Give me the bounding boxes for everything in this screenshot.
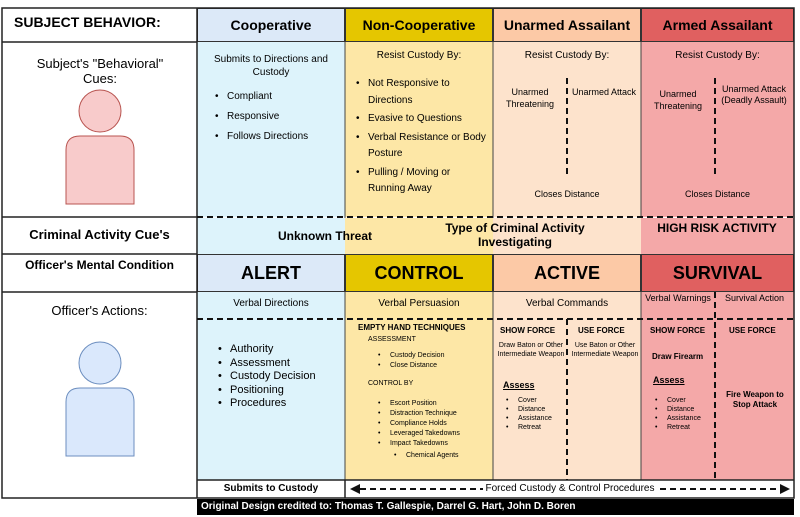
verbal-warnings: Verbal Warnings	[645, 293, 711, 303]
forced-custody-label: Forced Custody & Control Procedures	[482, 483, 658, 494]
list-item: Authority	[218, 343, 316, 357]
credit-footer: Original Design credited to: Thomas T. G…	[197, 499, 794, 515]
chemical-agents: Chemical Agents	[394, 452, 458, 459]
armed-use-text: Fire Weapon to Stop Attack	[726, 390, 784, 409]
armed-threatening: Unarmed Threatening	[653, 89, 703, 111]
list-item: Impact Takedowns	[378, 439, 460, 449]
noncoop-bg-2	[345, 218, 493, 254]
list-item: Procedures	[218, 397, 316, 411]
list-item: Compliance Holds	[378, 419, 460, 429]
unarmed-show-text: Draw Baton or Other Intermediate Weapon	[497, 342, 565, 358]
unarmed-assess: Assess	[503, 380, 535, 390]
coop-bullets: Compliant Responsive Follows Directions	[215, 87, 308, 147]
unarmed-use-text: Use Baton or Other Intermediate Weapon	[571, 342, 639, 358]
survival-action: Survival Action	[724, 293, 785, 303]
list-item: Positioning	[218, 384, 316, 398]
list-item: Custody Decision	[378, 351, 445, 361]
list-item: Retreat	[655, 423, 701, 432]
armed-bg-2	[641, 218, 794, 254]
officer-person-icon	[65, 341, 135, 457]
cooperative-bg-2	[197, 218, 345, 254]
list-item: Leveraged Takedowns	[378, 429, 460, 439]
empty-hand-assessment: ASSESSMENT	[368, 336, 416, 343]
header-armed: Armed Assailant	[641, 8, 794, 42]
list-item: Escort Position	[378, 399, 460, 409]
armed-show-text: Draw Firearm	[652, 352, 704, 361]
list-item: Cover	[655, 396, 701, 405]
armed-top-text: Resist Custody By:	[675, 50, 760, 61]
armed-show-force: SHOW FORCE	[650, 326, 706, 335]
mental-condition-label: Officer's Mental Condition	[25, 258, 174, 272]
armed-assess: Assess	[653, 375, 685, 385]
list-item: Cover	[506, 396, 552, 405]
coop-actions-list: Authority Assessment Custody Decision Po…	[218, 343, 316, 411]
forced-custody: Forced Custody & Control Procedures	[400, 483, 740, 494]
empty-hand-assess-list: Custody Decision Close Distance	[378, 351, 445, 371]
mental-survival: SURVIVAL	[641, 254, 794, 292]
unarmed-attack: Unarmed Attack	[571, 87, 637, 97]
unarmed-assess-list: Cover Distance Assistance Retreat	[506, 396, 552, 432]
armed-closes-distance: Closes Distance	[684, 189, 751, 199]
criminal-type: Type of Criminal Activity Investigating	[445, 221, 585, 249]
list-item: Chemical Agents	[394, 452, 458, 459]
list-item: Follows Directions	[215, 127, 308, 147]
unarmed-top-text: Resist Custody By:	[524, 50, 610, 61]
criminal-activity-label: Criminal Activity Cue's	[29, 227, 170, 242]
header-noncoop: Non-Cooperative	[345, 8, 493, 42]
list-item: Assistance	[655, 414, 701, 423]
high-risk-activity: HIGH RISK ACTIVITY	[657, 221, 777, 235]
list-item: Not Responsive to Directions	[356, 76, 490, 109]
submits-to-custody: Submits to Custody	[223, 483, 319, 494]
list-item: Compliant	[215, 87, 308, 107]
unarmed-threatening: Unarmed Threatening	[505, 87, 555, 109]
armed-bg-3	[641, 292, 794, 480]
armed-attack: Unarmed Attack (Deadly Assault)	[721, 84, 787, 105]
list-item: Assistance	[506, 414, 552, 423]
armed-bg	[641, 42, 794, 217]
list-item: Close Distance	[378, 361, 444, 371]
mental-control: CONTROL	[345, 254, 493, 292]
header-cooperative: Cooperative	[197, 8, 345, 42]
unarmed-show-force: SHOW FORCE	[500, 326, 556, 335]
coop-top-text: Submits to Directions and Custody	[214, 54, 328, 78]
list-item: Distance	[655, 405, 701, 414]
mental-active: ACTIVE	[493, 254, 641, 292]
subject-behavior-label: SUBJECT BEHAVIOR:	[14, 14, 161, 30]
officer-actions-label: Officer's Actions:	[51, 303, 148, 318]
unarmed-bg-2	[493, 218, 641, 254]
unarmed-use-force: USE FORCE	[578, 326, 625, 335]
armed-use-force: USE FORCE	[729, 326, 776, 335]
empty-hand-control-list: Escort Position Distraction Technique Co…	[378, 399, 460, 449]
verbal-persuasion: Verbal Persuasion	[378, 298, 460, 309]
mental-alert: ALERT	[197, 254, 345, 292]
list-item: Assessment	[218, 357, 316, 371]
list-item: Verbal Resistance or Body Posture	[356, 130, 490, 163]
verbal-directions: Verbal Directions	[233, 298, 309, 309]
header-unarmed: Unarmed Assailant	[493, 8, 641, 42]
behavioral-cues-label: Subject's "Behavioral" Cues:	[36, 56, 164, 86]
empty-hand-control: CONTROL BY	[368, 380, 414, 387]
list-item: Retreat	[506, 423, 552, 432]
armed-assess-list: Cover Distance Assistance Retreat	[655, 396, 701, 432]
subject-person-icon	[65, 89, 135, 205]
list-item: Distance	[506, 405, 552, 414]
empty-hand-title: EMPTY HAND TECHNIQUES	[358, 323, 466, 332]
verbal-commands: Verbal Commands	[525, 298, 609, 309]
list-item: Distraction Technique	[378, 409, 460, 419]
list-item: Evasive to Questions	[356, 111, 490, 128]
unknown-threat: Unknown Threat	[277, 229, 372, 243]
noncoop-bullets: Not Responsive to Directions Evasive to …	[356, 76, 490, 198]
list-item: Pulling / Moving or Running Away	[356, 165, 490, 198]
unarmed-closes-distance: Closes Distance	[534, 189, 600, 199]
list-item: Responsive	[215, 107, 308, 127]
list-item: Custody Decision	[218, 370, 316, 384]
noncoop-top-text: Resist Custody By:	[376, 50, 462, 61]
